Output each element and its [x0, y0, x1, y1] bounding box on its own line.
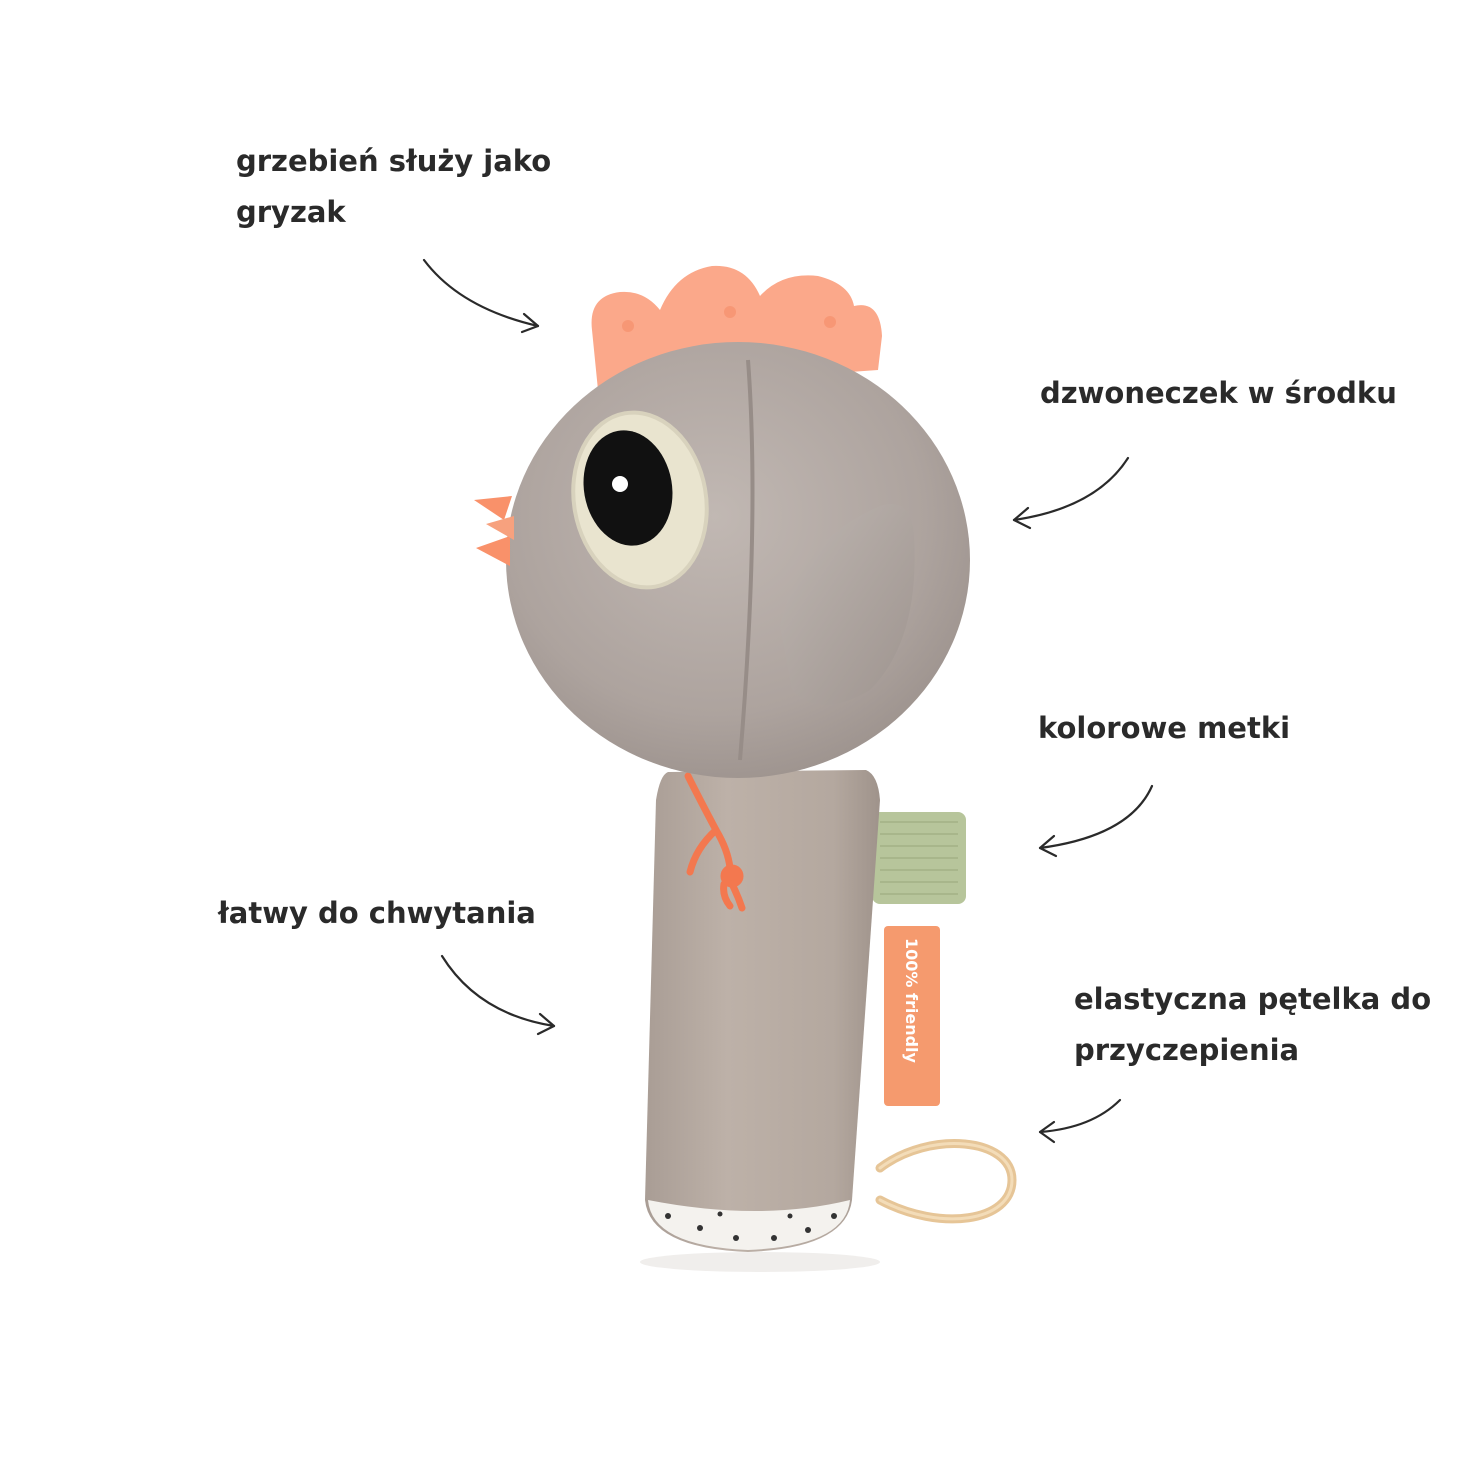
beak [474, 496, 514, 566]
orange-string [684, 772, 746, 912]
callout-easy-grip: łatwy do chwytania [218, 896, 536, 930]
callout-colored-tags: kolorowe metki [1038, 711, 1291, 745]
wing [780, 504, 915, 705]
arrow-loop [1038, 1098, 1122, 1144]
arrow-grip [440, 954, 556, 1036]
ground-shadow [640, 1252, 880, 1272]
eye [571, 410, 709, 590]
rattle-handle [645, 770, 880, 1252]
green-ribbon-tag [872, 812, 966, 904]
elastic-loop [875, 1139, 1017, 1224]
arrow-tags [1038, 784, 1154, 858]
arrow-comb [422, 258, 540, 334]
arrow-bell [1012, 456, 1130, 530]
tag-label-text: 100% friendly [902, 938, 921, 1064]
callout-elastic-loop: elastyczna pętelka do przyczepienia [1074, 982, 1432, 1067]
chick-head [506, 342, 970, 778]
callout-comb-teether: grzebień służy jako gryzak [236, 144, 552, 229]
dotted-base [648, 1200, 850, 1250]
orange-label-tag: 100% friendly [884, 926, 940, 1106]
callout-bell-inside: dzwoneczek w środku [1040, 376, 1397, 410]
